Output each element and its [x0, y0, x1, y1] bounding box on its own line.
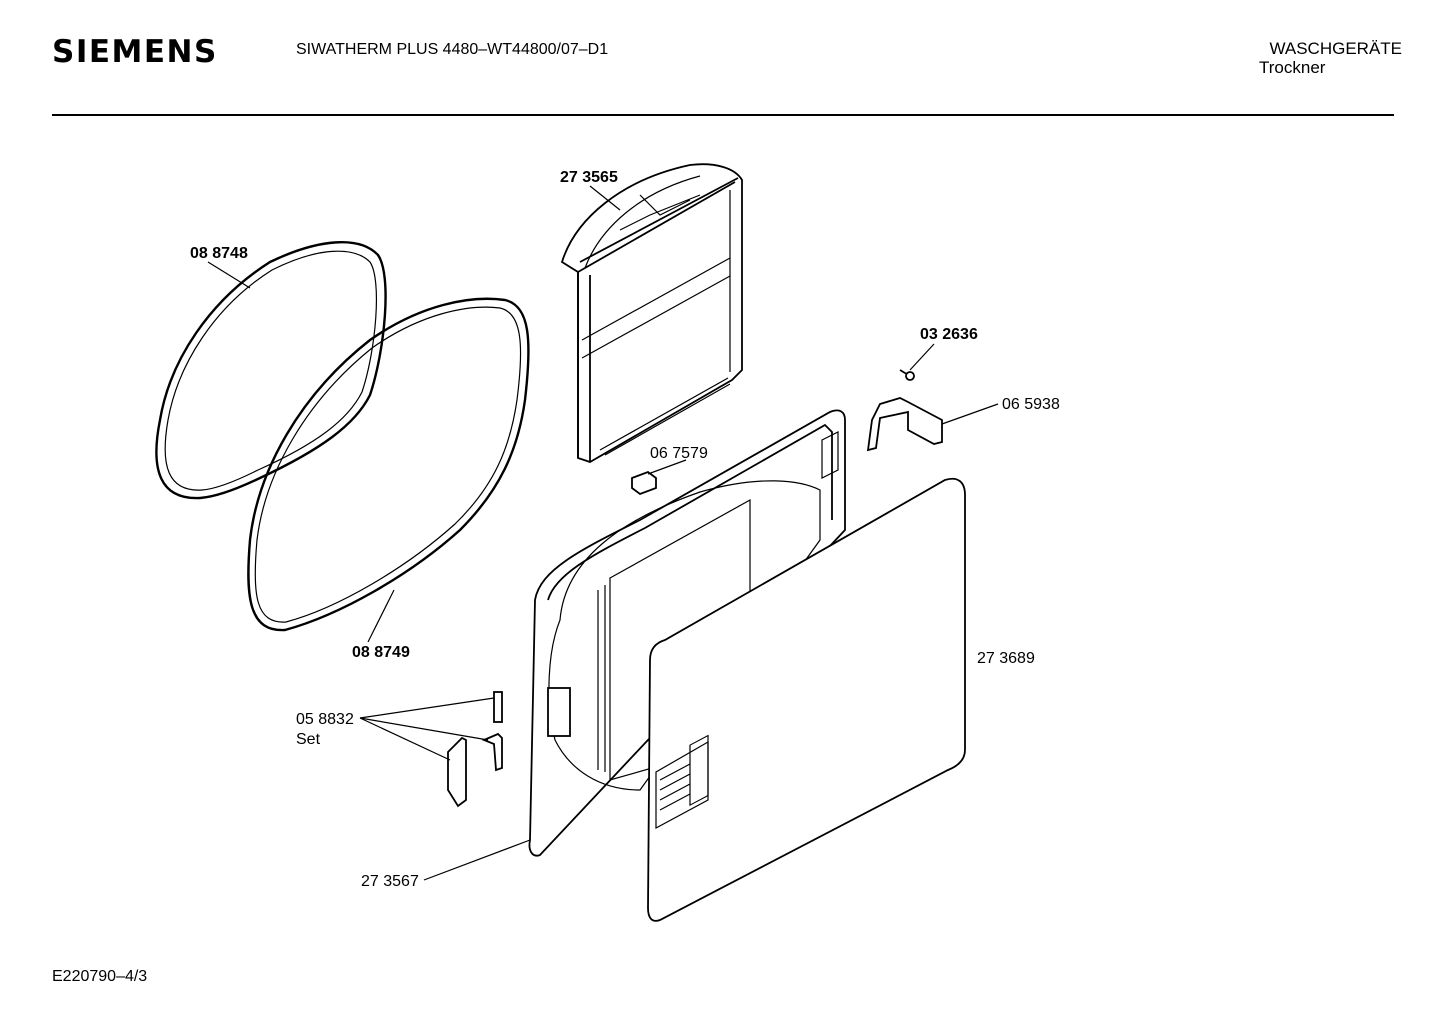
- part-label: 27 3565: [560, 169, 618, 186]
- part-label: 27 3689: [977, 650, 1035, 667]
- gasket-088749-drawing: [247, 297, 530, 632]
- document-id: E220790–4/3: [52, 968, 148, 985]
- part-label: 05 8832: [296, 711, 354, 728]
- part-set-note: Set: [296, 731, 321, 748]
- part-label: 08 8748: [190, 245, 248, 262]
- hinge-065938-drawing: [866, 397, 999, 452]
- part-label: 27 3567: [361, 873, 419, 890]
- leader-lines: [207, 185, 621, 881]
- part-067579-drawing: [631, 459, 687, 496]
- part-label: 06 5938: [1002, 396, 1060, 413]
- part-label: 06 7579: [650, 445, 708, 462]
- lint-filter-273565-drawing: [560, 163, 743, 463]
- door-panel-273689-drawing: [647, 477, 966, 922]
- brand-logo: SIEMENS: [52, 34, 218, 70]
- part-label: 08 8749: [352, 644, 410, 661]
- model-title: SIWATHERM PLUS 4480–WT44800/07–D1: [296, 41, 609, 58]
- gasket-088748-drawing: [155, 241, 387, 500]
- screw-032636-drawing: [899, 343, 935, 381]
- catch-set-058832-drawing: [359, 691, 503, 808]
- category-label: WASCHGERÄTE: [1269, 39, 1402, 58]
- part-label: 03 2636: [920, 326, 978, 343]
- subcategory-label: Trockner: [1259, 58, 1326, 77]
- header-divider: [52, 114, 1394, 116]
